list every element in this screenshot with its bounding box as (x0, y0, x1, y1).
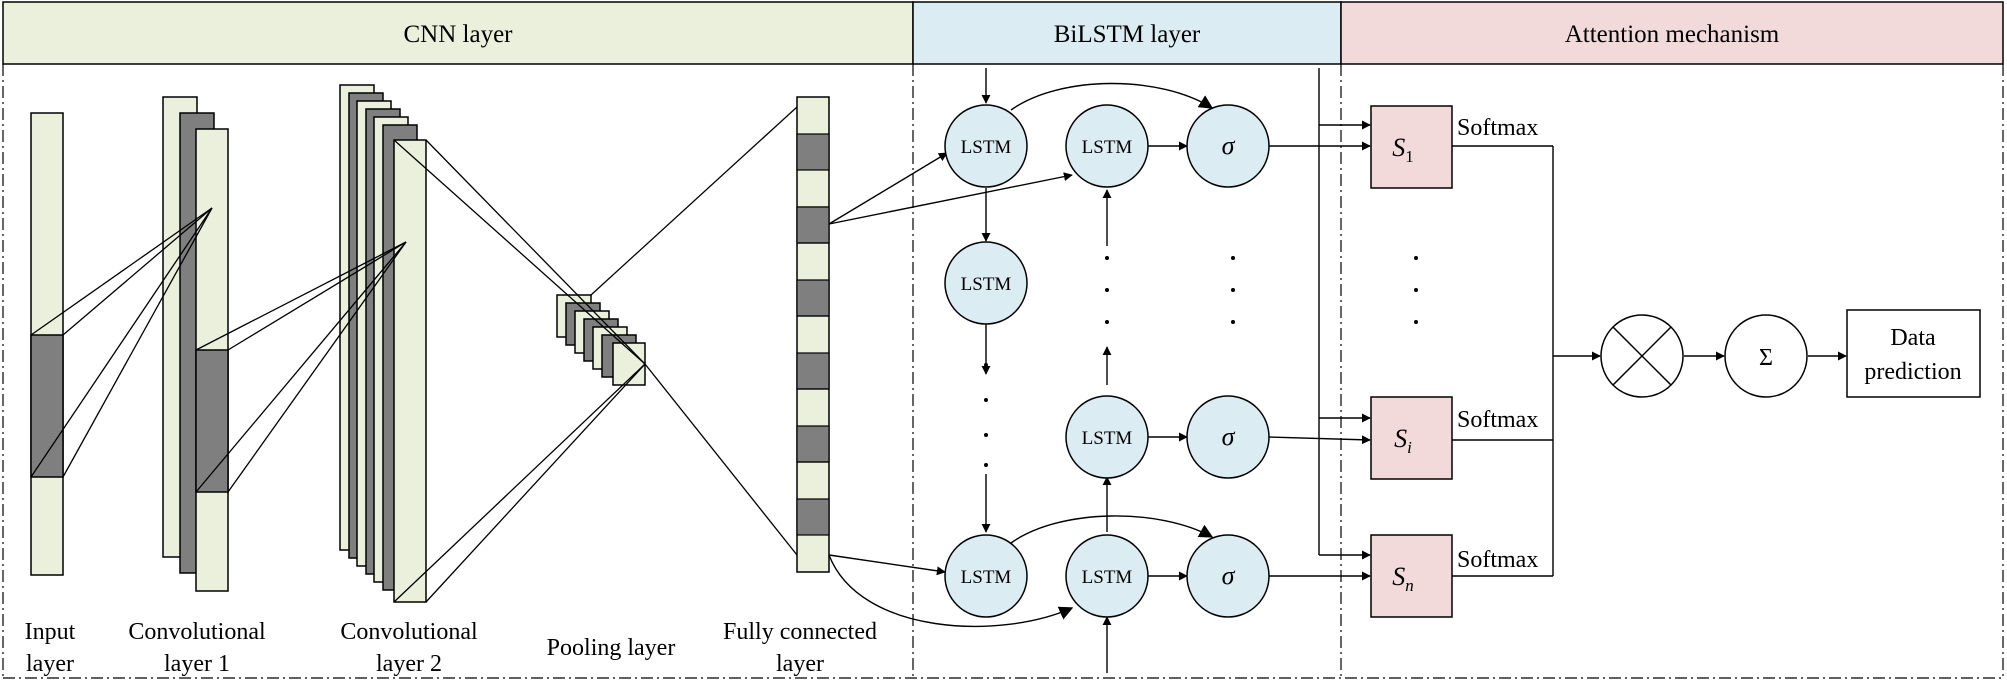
label-fc-2: layer (776, 651, 824, 677)
attention-ellipsis (1414, 256, 1418, 324)
sigma-node-i-symbol: σ (1222, 422, 1236, 451)
pooling-layer (556, 294, 646, 386)
label-fc-1: Fully connected (723, 619, 877, 645)
sigma-node-n: σ (1186, 534, 1270, 618)
si-symbol: S (1394, 424, 1407, 453)
svg-text:Si: Si (1394, 424, 1412, 457)
softmax-label-i: Softmax (1457, 407, 1538, 433)
sigma-node-1-symbol: σ (1222, 131, 1236, 160)
lstm-backward-1-label: LSTM (1082, 137, 1133, 158)
label-pooling-layer: Pooling layer (547, 635, 676, 661)
conv2-to-pool-lines (393, 139, 646, 603)
input-kernel-region (30, 334, 64, 478)
lstm-backward-n-label: LSTM (1082, 567, 1133, 588)
lstm-forward-1: LSTM (944, 104, 1028, 188)
label-conv1-1: Convolutional (128, 619, 266, 645)
conv-layer-1 (162, 96, 229, 592)
cnn-header (2, 1, 914, 65)
conv1-kernel-region (195, 349, 229, 493)
sigma-node-n-symbol: σ (1222, 561, 1236, 590)
sum-node: Σ (1724, 314, 1808, 398)
softmax-label-1: Softmax (1457, 115, 1538, 141)
sn-symbol: S (1392, 562, 1405, 591)
prediction-label-2: prediction (1864, 359, 1961, 385)
svg-text:S1: S1 (1392, 133, 1414, 166)
si-subscript: i (1407, 438, 1412, 457)
conv-layer-2 (339, 84, 427, 603)
label-input-layer-2: layer (26, 651, 74, 677)
lstm-backward-n: LSTM (1065, 534, 1149, 618)
score-box-s1: S1 (1370, 105, 1453, 189)
sigma-node-i: σ (1186, 395, 1270, 479)
score-box-sn: Sn (1370, 534, 1453, 618)
multiply-node (1600, 314, 1684, 398)
prediction-label-1: Data (1890, 325, 1936, 351)
cnn-header-title: CNN layer (404, 21, 514, 48)
input-to-conv1-lines (30, 207, 213, 478)
label-input-layer-1: Input (25, 619, 76, 645)
label-conv2-1: Convolutional (340, 619, 478, 645)
bilstm-header-title: BiLSTM layer (1054, 21, 1201, 48)
conv1-to-conv2-lines (195, 241, 407, 493)
lstm-backward-i: LSTM (1065, 395, 1149, 479)
sigma-node-1: σ (1186, 104, 1270, 188)
lstm-forward-1-label: LSTM (961, 137, 1012, 158)
sn-subscript: n (1405, 576, 1414, 595)
pool-to-fc-lines (590, 106, 798, 556)
label-conv1-2: layer 1 (164, 651, 230, 677)
lstm-forward-n-label: LSTM (961, 567, 1012, 588)
s1-symbol: S (1392, 133, 1405, 162)
lstm-forward-2: LSTM (944, 241, 1028, 325)
data-prediction-box: Data prediction (1846, 309, 1981, 398)
bilstm-header (912, 1, 1342, 65)
lstm-backward-i-label: LSTM (1082, 428, 1133, 449)
lstm-forward-n: LSTM (944, 534, 1028, 618)
input-layer (30, 112, 64, 576)
svg-text:Sn: Sn (1392, 562, 1414, 595)
attention-input-lines (1268, 68, 1371, 581)
sum-symbol: Σ (1759, 345, 1773, 371)
attention-header (1340, 1, 2004, 65)
label-conv2-2: layer 2 (376, 651, 442, 677)
softmax-label-n: Softmax (1457, 547, 1538, 573)
fully-connected-layer (796, 96, 830, 573)
score-box-si: Si (1370, 396, 1453, 480)
bilstm-ellipsis (984, 256, 1235, 467)
s1-subscript: 1 (1405, 147, 1414, 166)
lstm-forward-2-label: LSTM (961, 274, 1012, 295)
attention-header-title: Attention mechanism (1565, 21, 1780, 48)
attention-output-lines (1452, 145, 1847, 577)
lstm-backward-1: LSTM (1065, 104, 1149, 188)
